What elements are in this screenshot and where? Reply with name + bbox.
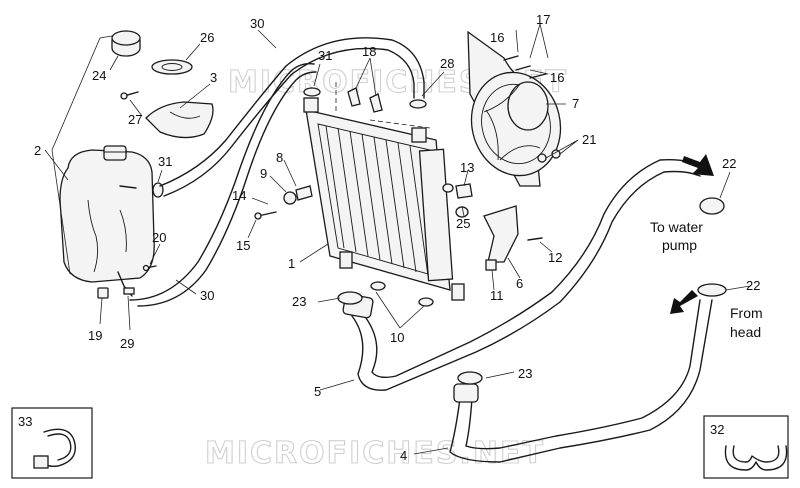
radiator-fittings <box>254 82 473 220</box>
callout-20: 20 <box>152 230 166 245</box>
inset-box-32 <box>703 415 789 479</box>
hose-clamps-22-23 <box>337 197 727 385</box>
flow-notes: To water pump From head <box>650 219 763 340</box>
callout-15: 15 <box>236 238 250 253</box>
callout-25: 25 <box>456 216 470 231</box>
callout-8: 8 <box>276 150 283 165</box>
callout-11: 11 <box>490 288 504 303</box>
callout-33: 33 <box>18 414 32 429</box>
inset-box-33 <box>11 407 93 479</box>
expansion-tank <box>59 145 155 283</box>
callout-22-upper: 22 <box>722 156 736 171</box>
callout-32: 32 <box>710 422 724 437</box>
callout-5: 5 <box>314 384 321 399</box>
note-from-head-line2: head <box>730 324 761 340</box>
lower-hose-4 <box>449 299 713 463</box>
callout-27: 27 <box>128 112 142 127</box>
callout-10: 10 <box>390 330 404 345</box>
callout-3: 3 <box>210 70 217 85</box>
tank-bracket <box>145 101 214 139</box>
callout-23-left: 23 <box>292 294 306 309</box>
callout-19: 19 <box>88 328 102 343</box>
tank-screws <box>97 91 164 299</box>
callout-17: 17 <box>536 12 550 27</box>
cap-gasket <box>151 59 193 75</box>
callout-23-right: 23 <box>518 366 532 381</box>
callout-26: 26 <box>200 30 214 45</box>
note-to-water-pump-line2: pump <box>662 237 697 253</box>
callout-21: 21 <box>582 132 596 147</box>
callout-2: 2 <box>34 143 41 158</box>
callout-28: 28 <box>440 56 454 71</box>
callout-12: 12 <box>548 250 562 265</box>
cooling-fan <box>467 30 562 187</box>
clips-18 <box>347 87 383 113</box>
callout-9: 9 <box>260 166 267 181</box>
callout-7: 7 <box>572 96 579 111</box>
fan-bracket <box>483 205 543 271</box>
callout-31-upper: 31 <box>318 48 332 63</box>
note-from-head-line1: From <box>730 305 763 321</box>
callout-16-lower: 16 <box>550 70 564 85</box>
callout-30-lower: 30 <box>200 288 214 303</box>
callout-14: 14 <box>232 188 246 203</box>
callout-16-upper: 16 <box>490 30 504 45</box>
overflow-hose <box>129 37 425 307</box>
watermark-bottom: MICROFICHES.NET <box>205 436 545 471</box>
flow-arrows <box>670 154 714 314</box>
callout-4: 4 <box>400 448 407 463</box>
callout-30-upper: 30 <box>250 16 264 31</box>
leader-lines <box>44 23 751 455</box>
tank-cap <box>111 30 141 57</box>
callout-13: 13 <box>460 160 474 175</box>
hose-clamps-31 <box>303 87 427 109</box>
callout-24: 24 <box>92 68 106 83</box>
callout-22-lower: 22 <box>746 278 760 293</box>
radiator <box>303 97 465 307</box>
callout-18: 18 <box>362 44 376 59</box>
callout-1: 1 <box>288 256 295 271</box>
callout-6: 6 <box>516 276 523 291</box>
callout-numbers: 2 24 26 3 27 31 20 19 29 30 30 31 18 28 … <box>18 12 760 463</box>
callout-29: 29 <box>120 336 134 351</box>
callout-31-left: 31 <box>158 154 172 169</box>
note-to-water-pump-line1: To water <box>650 219 703 235</box>
